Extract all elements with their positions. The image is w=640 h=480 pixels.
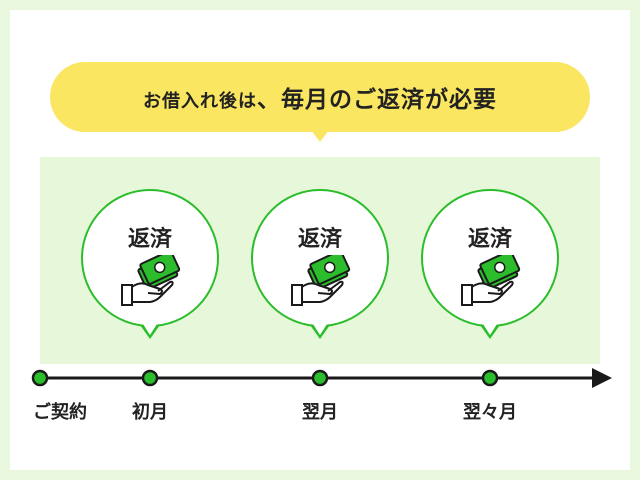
headline-part1: お借入れ後は [143, 91, 257, 112]
hand-money-icon [291, 255, 351, 306]
headline-banner: お借入れ後は、毎月のご返済が必要 [50, 62, 590, 132]
timeline-dot-contract [31, 369, 49, 387]
repayment-bubble-3: 返済 [421, 189, 559, 327]
repayment-label-1: 返済 [127, 227, 172, 252]
repayment-label-2: 返済 [297, 227, 342, 252]
timeline-label-next-month: 翌月 [302, 402, 338, 423]
timeline-dot-month-after-next [481, 369, 499, 387]
headline-text: お借入れ後は、毎月のご返済が必要 [143, 80, 497, 114]
repayment-bubble-1: 返済 [81, 189, 219, 327]
timeline-label-first-month: 初月 [132, 402, 168, 423]
hand-money-icon [121, 255, 181, 306]
timeline-label-month-after-next: 翌々月 [463, 402, 517, 423]
banner-pointer [311, 130, 329, 142]
timeline-dot-first-month [141, 369, 159, 387]
headline-comma: 、 [257, 87, 281, 113]
timeline-label-contract: ご契約 [33, 402, 87, 423]
hand-money-icon [461, 255, 521, 306]
timeline-dot-next-month [311, 369, 329, 387]
timeline-arrowhead [592, 368, 612, 388]
repayment-bubble-2: 返済 [251, 189, 389, 327]
repayment-label-3: 返済 [467, 227, 512, 252]
headline-part2: 毎月のご返済が必要 [281, 87, 497, 113]
